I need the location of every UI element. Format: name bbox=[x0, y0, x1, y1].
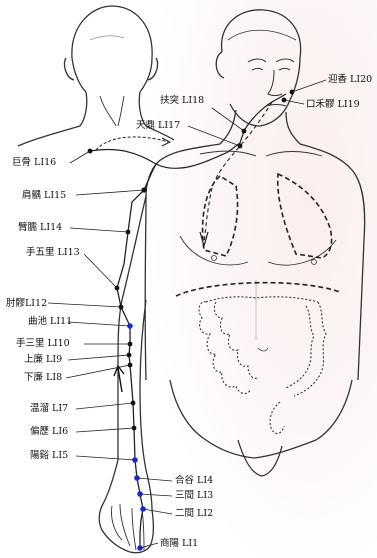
label-li14: 臂臑 LI14 bbox=[18, 222, 62, 233]
diaphragm-line bbox=[176, 283, 340, 296]
label-li12: 肘髎LI12 bbox=[6, 298, 47, 309]
label-li6: 偏歷 LI6 bbox=[30, 426, 68, 437]
label-li17: 天鼎 LI17 bbox=[136, 120, 180, 131]
label-li20: 迎香 LI20 bbox=[328, 74, 372, 85]
label-li10: 手三里 LI10 bbox=[16, 338, 70, 349]
label-li3: 三間 LI3 bbox=[175, 490, 213, 501]
label-li18: 扶突 LI18 bbox=[160, 95, 204, 106]
label-li7: 温溜 LI7 bbox=[30, 403, 68, 414]
label-li4: 合谷 LI4 bbox=[175, 475, 213, 486]
meridian-arrow-up bbox=[114, 366, 124, 392]
label-li5: 陽谿 LI5 bbox=[30, 450, 68, 461]
label-li13: 手五里 LI13 bbox=[26, 247, 80, 258]
label-li16: 巨骨 LI16 bbox=[12, 157, 56, 168]
internal-meridian-path bbox=[204, 102, 272, 244]
label-li11: 曲池 LI11 bbox=[28, 316, 72, 327]
label-li1: 商陽 LI1 bbox=[160, 538, 198, 549]
label-li9: 上廉 LI9 bbox=[24, 354, 62, 365]
back-arrow-curve bbox=[96, 137, 168, 150]
back-arrow-head bbox=[162, 138, 170, 146]
label-li2: 二間 LI2 bbox=[175, 508, 213, 519]
label-li8: 下廉 LI8 bbox=[24, 372, 62, 383]
label-li19: 口禾髎 LI19 bbox=[306, 99, 360, 110]
colon-outline bbox=[199, 297, 326, 434]
label-li15: 肩髃 LI15 bbox=[22, 190, 66, 201]
lungs-outline bbox=[203, 174, 332, 258]
